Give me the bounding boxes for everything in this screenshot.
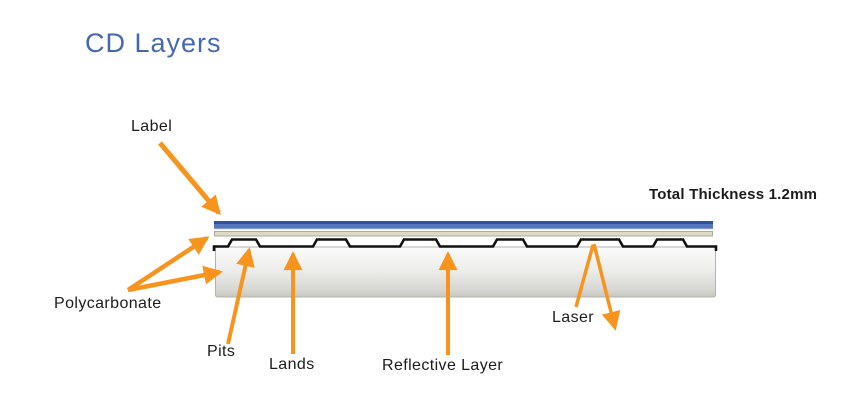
polycarbonate-arrow-lower bbox=[127, 265, 223, 293]
lacquer-layer bbox=[214, 231, 713, 237]
label-annotation: Label bbox=[131, 118, 173, 135]
polycarbonate-arrow-upper bbox=[126, 236, 210, 292]
laser-annotation: Laser bbox=[552, 309, 595, 326]
polycarbonate-body bbox=[215, 246, 716, 298]
lands-annotation: Lands bbox=[269, 356, 315, 373]
reflective-layer-line bbox=[212, 238, 718, 251]
reflective-layer-annotation: Reflective Layer bbox=[382, 357, 504, 374]
page-title: CD Layers bbox=[85, 28, 222, 58]
laser-incoming-beam bbox=[574, 244, 595, 308]
laser-reflected-beam-arrow bbox=[592, 243, 621, 331]
label-layer bbox=[214, 221, 713, 230]
label-arrow bbox=[158, 141, 221, 216]
pits-annotation: Pits bbox=[207, 343, 236, 360]
pits-arrow bbox=[226, 247, 255, 345]
polycarbonate-annotation: Polycarbonate bbox=[54, 295, 162, 312]
total-thickness-annotation: Total Thickness 1.2mm bbox=[649, 186, 818, 203]
